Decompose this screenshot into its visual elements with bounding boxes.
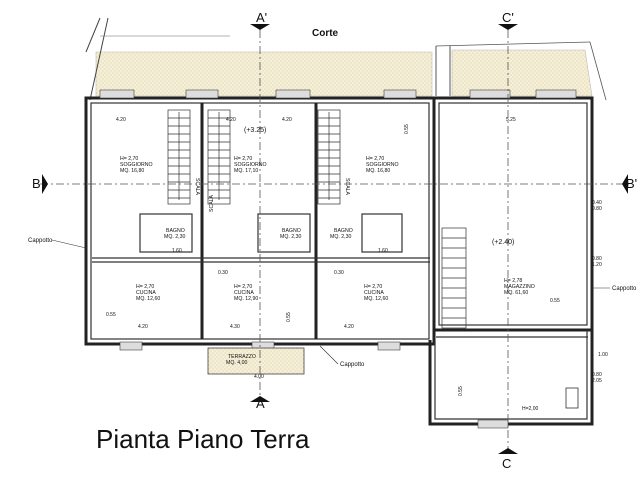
stair-storage [441,227,467,329]
kitchen-3-name: CUCINA [364,290,384,296]
dim-top-1: 4.20 [116,117,126,123]
dim-top-2: 4.20 [226,117,236,123]
terrace-name: TERRAZZO [228,354,256,360]
living-3-area: MQ. 16,80 [366,168,390,174]
dim-030-b: 0.30 [334,270,344,276]
dim-030-a: 0.30 [218,270,228,276]
living-1-height: H= 2,70 [120,156,138,162]
terrace: TERRAZZO MQ. 4,00 4.00 [207,347,305,380]
dim-h-200: H=2,00 [522,406,538,412]
dim-bot-2: 4.30 [230,324,240,330]
dim-top-3: 4.20 [282,117,292,123]
cappotto-bottom: Cappotto [340,362,365,368]
dim-160-b: 1.60 [378,248,388,254]
bath-2-name: BAGNO [282,228,301,234]
stair-3: SCALA [317,109,350,205]
dim-055-lower: 0.55 [458,386,464,396]
bath-3-name: BAGNO [334,228,353,234]
stair-2: SCALA [207,109,231,212]
kitchen-2-area: MQ. 12,90 [234,296,258,302]
section-a-bottom: A [256,396,265,411]
cappotto-right: Cappotto [612,286,637,292]
stair-1-label: SCALA [194,178,200,196]
dim-r-100: 1.00 [598,352,608,358]
dim-055-mid: 0.55 [286,312,292,322]
terrace-area: MQ. 4,00 [226,360,247,366]
stairs: SCALA SCALA SCALA [167,109,467,329]
dim-055-top: 0.55 [404,124,410,134]
dim-r-120: 1.20 [592,262,602,268]
section-b-right: B' [626,176,637,191]
kitchen-1-area: MQ. 12,60 [136,296,160,302]
kitchen-1-height: H= 2,70 [136,284,154,290]
level-storage: (+2.40) [492,239,514,246]
section-lines: A' A B B' C' C [32,10,637,471]
dim-160-a: 1.60 [172,248,182,254]
section-c-bottom: C [502,456,511,471]
storage-height: H= 2,78 [504,278,522,284]
cappotto-left: Cappotto [28,238,53,244]
terrace-width: 4.00 [254,374,264,380]
kitchen-3-height: H= 2,70 [364,284,382,290]
section-b-left: B [32,176,41,191]
stair-2-label: SCALA [209,194,215,212]
courtyard-label: Corte [312,28,339,39]
dim-r-080b: 0.80 [592,256,602,262]
bath-1-name: BAGNO [166,228,185,234]
living-3-height: H= 2,70 [366,156,384,162]
dimensions: 4.20 4.20 4.20 5.25 0.55 0.30 0.30 0.55 … [106,117,608,412]
living-1-name: SOGGIORNO [120,162,153,168]
living-2-area: MQ. 17,10 [234,168,258,174]
storage-name: MAGAZZINO [504,284,535,290]
dim-055-left: 0.55 [106,312,116,318]
stair-1: SCALA [167,109,200,205]
dim-r-040: 0.40 [592,200,602,206]
dim-r-080: 0.80 [592,206,602,212]
section-a-top: A' [256,10,267,25]
level-upper: (+3.25) [244,127,266,134]
kitchen-3-area: MQ. 12,60 [364,296,388,302]
bath-3-area: MQ. 2,30 [330,234,351,240]
storage-area: MQ. 61,60 [504,290,528,296]
living-3-name: SOGGIORNO [366,162,399,168]
dim-055-right: 0.55 [550,298,560,304]
kitchen-1-name: CUCINA [136,290,156,296]
dim-r-080c: 0.80 [592,372,602,378]
kitchen-2-height: H= 2,70 [234,284,252,290]
dim-bot-3: 4.20 [344,324,354,330]
section-c-top: C' [502,10,514,25]
kitchen-2-name: CUCINA [234,290,254,296]
courtyard: Corte [85,17,607,101]
dim-r-205: 2.05 [592,378,602,384]
living-2-height: H= 2,70 [234,156,252,162]
annotations: (+3.25) (+2.40) Cappotto Cappotto Cappot… [28,127,637,368]
dim-bot-1: 4.20 [138,324,148,330]
plan-title: Pianta Piano Terra [96,424,310,454]
bath-2-area: MQ. 2,30 [280,234,301,240]
room-labels: H= 2,70 SOGGIORNO MQ. 16,80 H= 2,70 SOGG… [120,156,535,302]
building-walls [84,89,594,429]
living-2-name: SOGGIORNO [234,162,267,168]
bath-1-area: MQ. 2,30 [164,234,185,240]
living-1-area: MQ. 16,80 [120,168,144,174]
dim-top-4: 5.25 [506,117,516,123]
stair-3-label: SCALA [344,178,350,196]
